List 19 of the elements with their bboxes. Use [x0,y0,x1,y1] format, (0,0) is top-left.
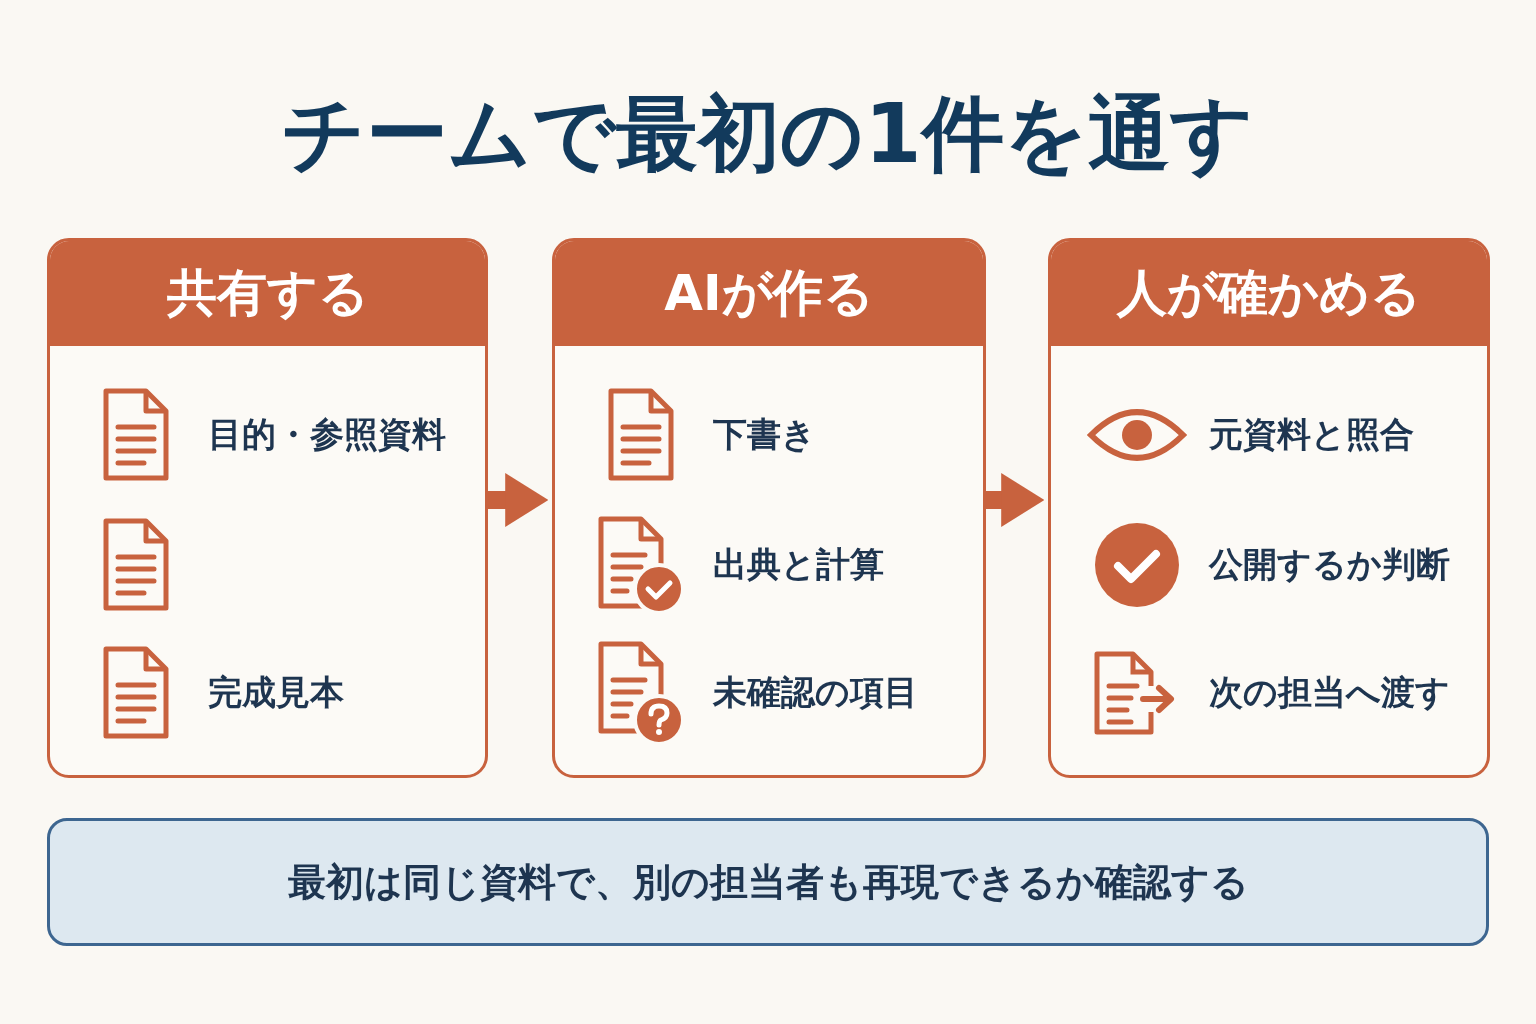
note-box [47,818,1489,946]
arrow [488,473,549,527]
card-heading: AIが作る [555,241,983,346]
step-card [1048,238,1490,778]
item-text: 未確認の項目 [713,671,918,714]
item-text: 出典と計算 [713,543,884,586]
step-card [552,238,986,778]
card-heading: 人が確かめる [1051,241,1487,346]
arrow [986,473,1045,527]
card-heading: 共有する [50,241,485,346]
step-card [47,238,488,778]
note-text: 最初は同じ資料で、別の担当者も再現できるか確認する [287,858,1249,906]
title: チームで最初の1件を通す [281,85,1255,183]
item-text: 次の担当へ渡す [1209,671,1450,714]
item-text: 下書き [713,413,816,456]
item-text: 公開するか判断 [1209,543,1450,586]
item-text: 元資料と照合 [1209,413,1414,456]
item-text: 目的・参照資料 [208,413,446,456]
item-text: 完成見本 [208,671,344,714]
